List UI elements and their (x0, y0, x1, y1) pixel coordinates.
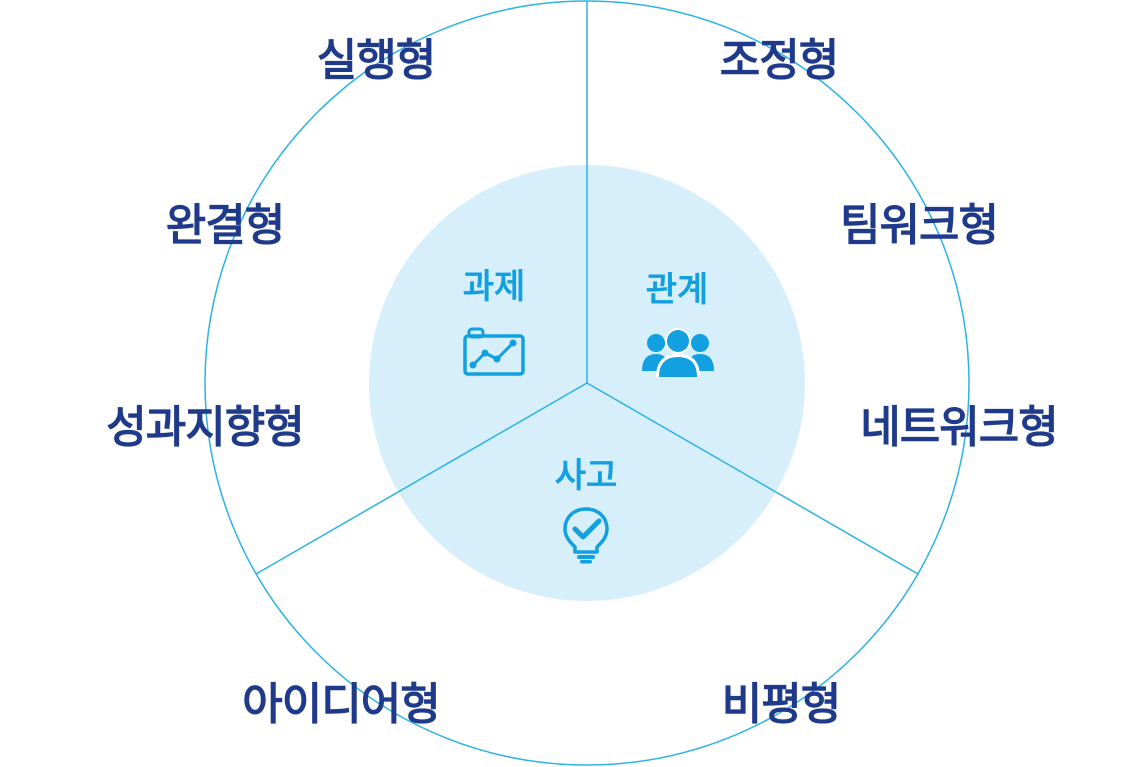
outer-label-coordination: 조정형 (719, 35, 839, 86)
inner-label-relation: 관계 (645, 270, 709, 310)
divider-lower-right (586, 382, 919, 575)
outer-label-teamwork: 팀워크형 (840, 200, 999, 251)
lightbulb-check-icon (563, 507, 609, 564)
outer-label-completion: 완결형 (165, 200, 285, 251)
outer-label-network: 네트워크형 (860, 402, 1058, 453)
outer-label-idea: 아이디어형 (242, 679, 440, 730)
inner-label-task: 과제 (462, 267, 526, 307)
people-group-icon (642, 328, 714, 377)
outer-label-critique: 비평형 (721, 679, 841, 730)
presentation-chart-icon (463, 327, 525, 376)
outer-label-performance: 성과지향형 (106, 402, 304, 453)
divider-lower-left (255, 382, 588, 575)
outer-label-execution: 실행형 (316, 35, 436, 86)
inner-label-thinking: 사고 (554, 456, 618, 496)
